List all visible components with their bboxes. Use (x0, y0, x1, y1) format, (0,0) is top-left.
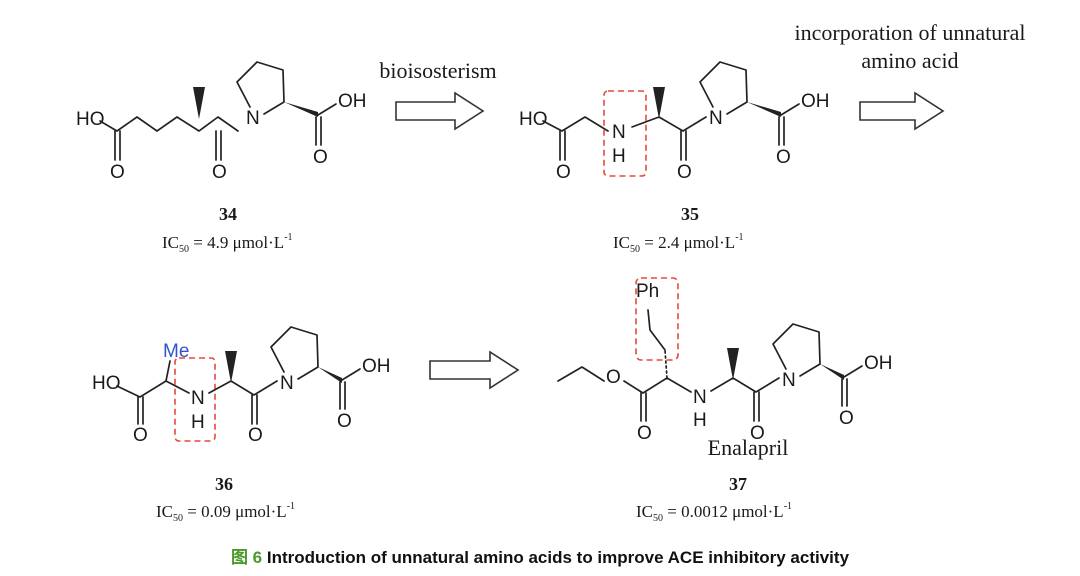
atom-n-35: N (612, 122, 626, 143)
compound-35-id: 35 (681, 204, 699, 224)
atom-o-35c: O (776, 147, 791, 168)
atom-h-36: H (191, 412, 205, 433)
atom-n-37b: N (782, 370, 796, 391)
compound-37-ic50: IC50 = 0.0012 μmol·L-1 (636, 501, 792, 524)
atom-o-34b: O (212, 162, 227, 183)
compound-35-ic50: IC50 = 2.4 μmol·L-1 (613, 232, 744, 255)
atom-o-37-ester: O (606, 367, 621, 388)
atom-ho-36: HO (92, 373, 121, 394)
compound-34-id: 34 (219, 204, 237, 224)
methyl-wedge-35 (653, 87, 665, 119)
atom-n-36: N (191, 388, 205, 409)
highlight-box-36 (174, 357, 216, 442)
compound-34-ic50: IC50 = 4.9 μmol·L-1 (162, 232, 293, 255)
caption-text: Introduction of unnatural amino acids to… (266, 548, 850, 567)
compound-37-id: 37 (729, 474, 747, 494)
atom-o-37a: O (637, 423, 652, 444)
atom-n-36b: N (280, 373, 294, 394)
arrow-1-label: bioisosterism (379, 58, 496, 83)
methyl-wedge-37 (727, 348, 739, 380)
atom-oh-37: OH (864, 353, 893, 374)
atom-o-34c: O (313, 147, 328, 168)
atom-o-36c: O (337, 411, 352, 432)
atom-n-35b: N (709, 108, 723, 129)
compound-35-structure: HO O N H O N O OH (519, 61, 830, 183)
arrow-3 (429, 350, 520, 390)
caption-tag: 图 6 (230, 548, 263, 567)
arrow-2-label-line1: incorporation of unnatural (795, 20, 1026, 45)
compound-36-structure: HO O Me N H O N O OH (92, 326, 391, 446)
figure-caption: 图 6 Introduction of unnatural amino acid… (0, 543, 1080, 568)
atom-ho-34: HO (76, 109, 105, 130)
atom-o-35b: O (677, 162, 692, 183)
atom-oh-36: OH (362, 356, 391, 377)
atom-o-36a: O (133, 425, 148, 446)
compound-37-structure: O O Ph N H O N O OH (557, 277, 893, 444)
methyl-wedge-36 (225, 351, 237, 383)
atom-oh-34: OH (338, 91, 367, 112)
compound-34-structure: HO O O N O OH (76, 61, 367, 183)
atom-o-35a: O (556, 162, 571, 183)
atom-o-37b: O (750, 423, 765, 444)
arrow-2-label-line2: amino acid (861, 48, 958, 73)
atom-me-36: Me (163, 341, 189, 362)
atom-n-37: N (693, 387, 707, 408)
atom-ho-35: HO (519, 109, 548, 130)
atom-n-34: N (246, 108, 260, 129)
arrow-2 (859, 91, 945, 131)
atom-h-37: H (693, 410, 707, 431)
compound-37-name: Enalapril (708, 435, 789, 460)
atom-o-36b: O (248, 425, 263, 446)
atom-o-34a: O (110, 162, 125, 183)
atom-ph-37: Ph (636, 281, 659, 302)
atom-h-35: H (612, 146, 626, 167)
compound-36-id: 36 (215, 474, 233, 494)
methyl-wedge-34 (193, 87, 205, 119)
arrow-1 (395, 91, 485, 131)
atom-o-37c: O (839, 408, 854, 429)
atom-oh-35: OH (801, 91, 830, 112)
compound-36-ic50: IC50 = 0.09 μmol·L-1 (156, 501, 295, 524)
highlight-box-37 (635, 277, 679, 361)
highlight-box-35 (603, 90, 647, 177)
